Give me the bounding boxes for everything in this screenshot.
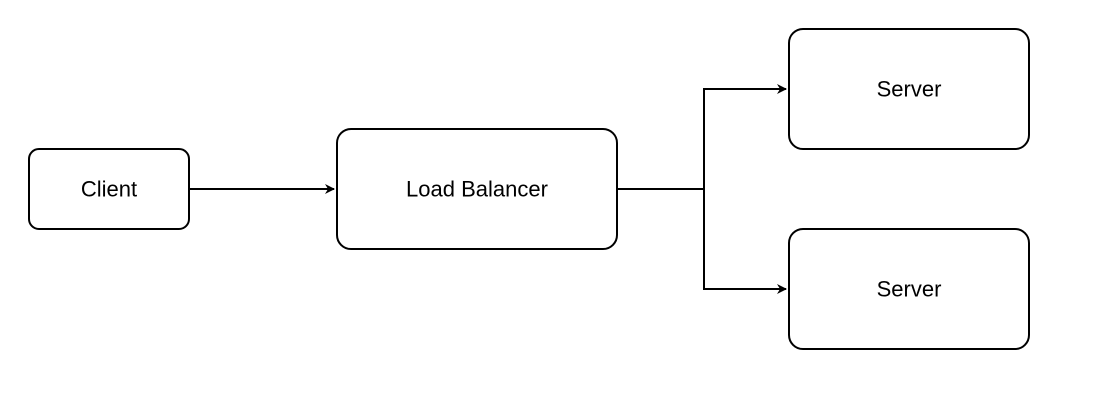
node-server-top[interactable]: Server [788, 28, 1030, 150]
node-load-balancer[interactable]: Load Balancer [336, 128, 618, 250]
edge-load-balancer-to-server-top [617, 84, 787, 190]
node-server-bottom-box [788, 228, 1030, 350]
node-client-box [28, 148, 190, 230]
node-server-top-box [788, 28, 1030, 150]
node-server-bottom-label: Server [877, 277, 942, 302]
node-load-balancer-box [336, 128, 618, 250]
node-load-balancer-label: Load Balancer [406, 177, 548, 202]
node-client-label: Client [81, 177, 137, 202]
node-server-bottom[interactable]: Server [788, 228, 1030, 350]
edges [189, 84, 787, 294]
node-client[interactable]: Client [28, 148, 190, 230]
edge-load-balancer-to-server-bottom [617, 188, 787, 294]
node-server-top-label: Server [877, 77, 942, 102]
